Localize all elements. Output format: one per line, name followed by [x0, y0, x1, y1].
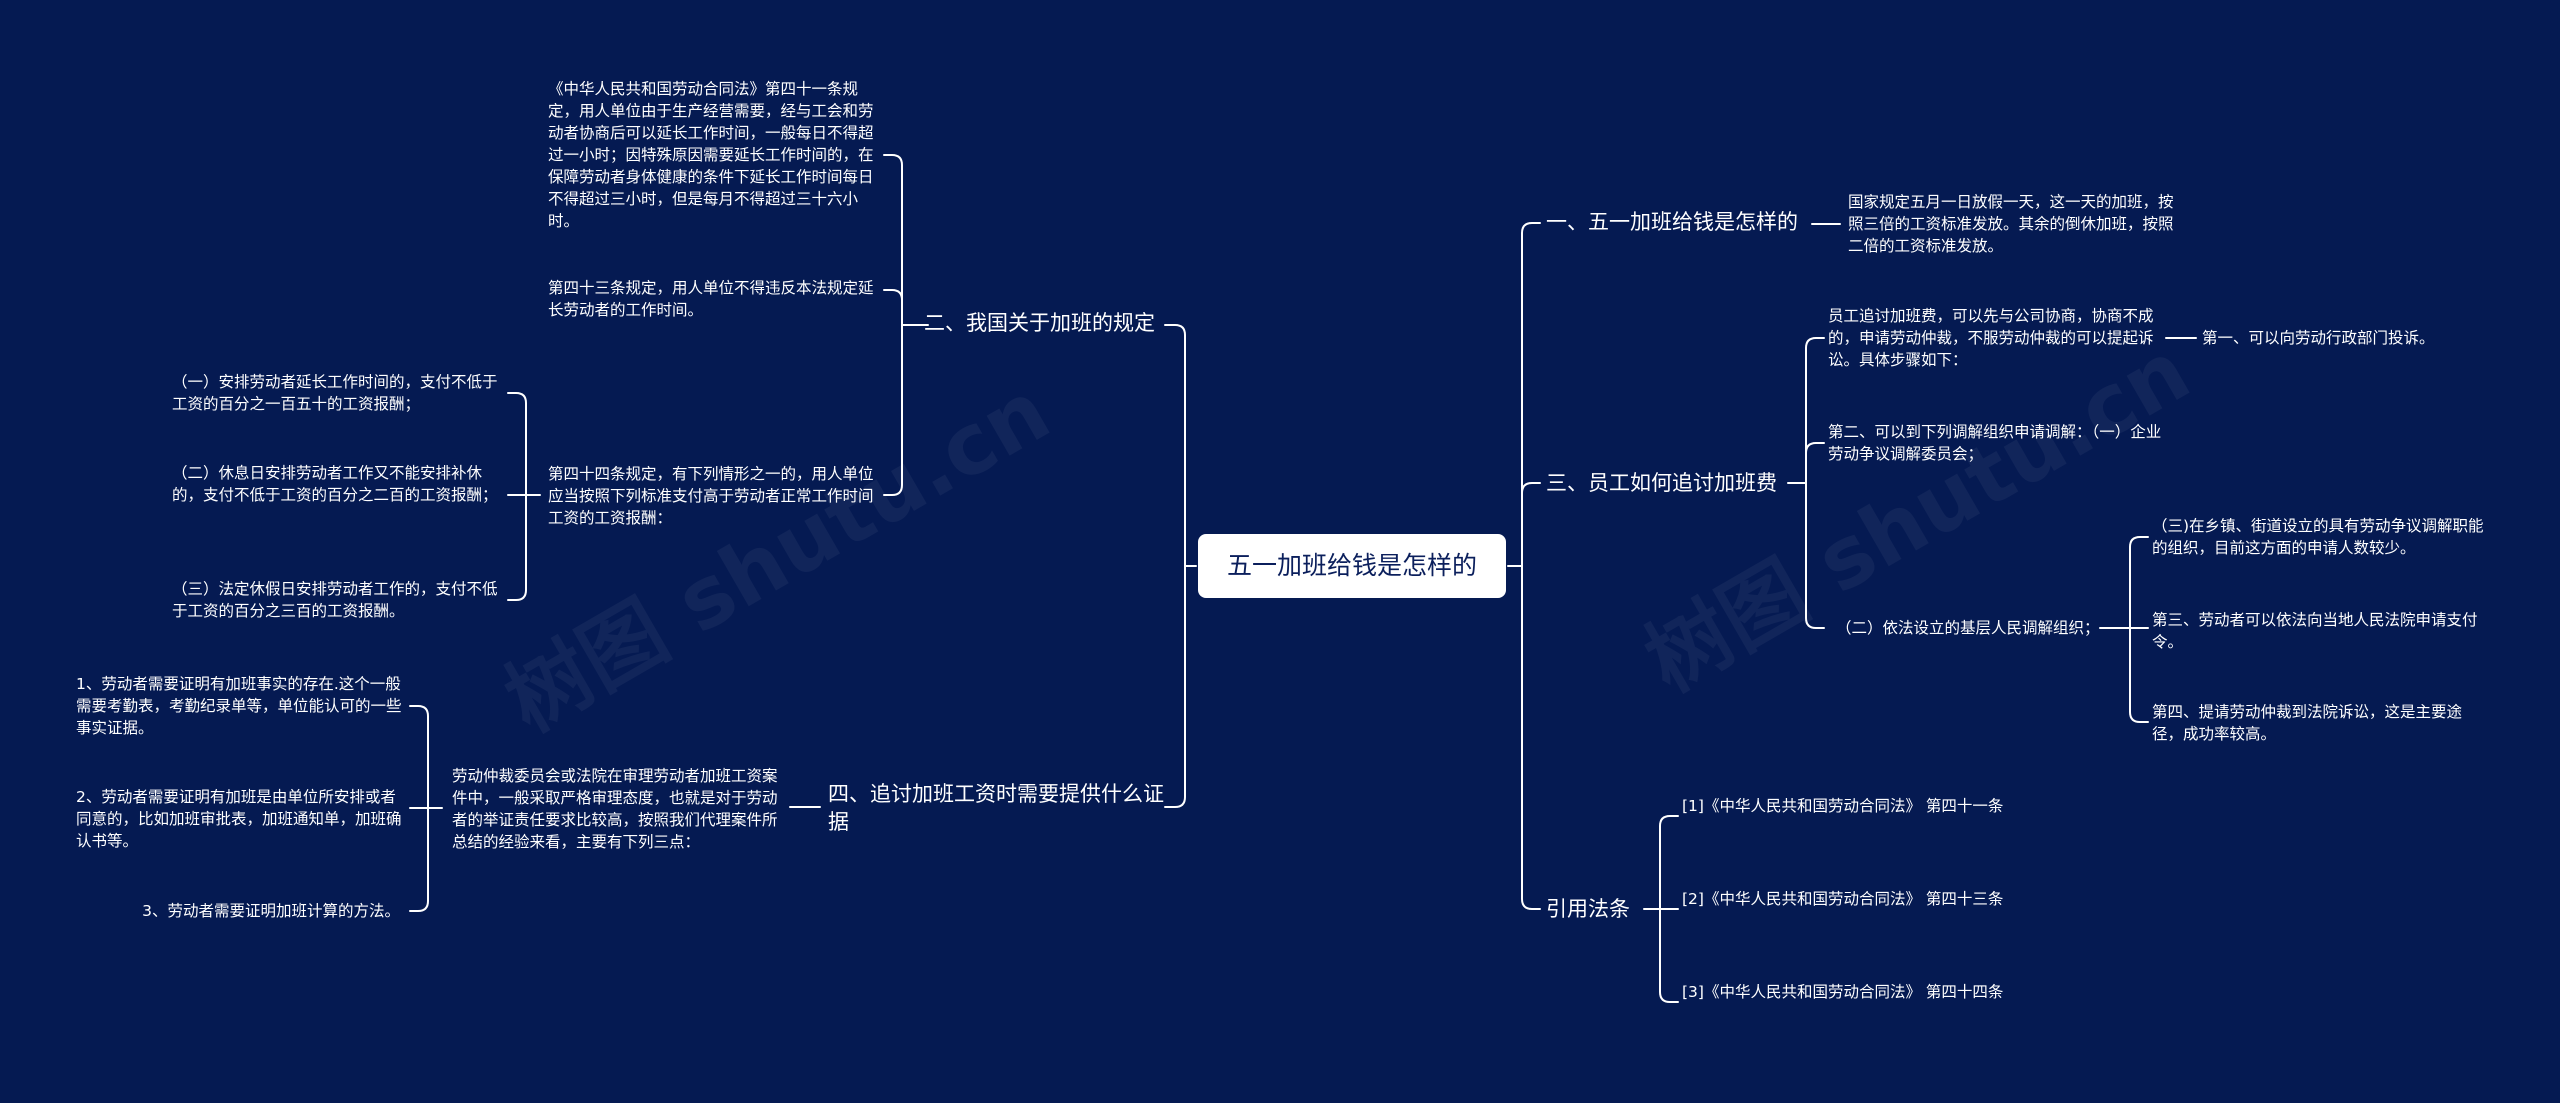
leaf-mediation-item[interactable]: 第四、提请劳动仲裁到法院诉讼，这是主要途径，成功率较高。: [2152, 703, 2463, 743]
connector: [1164, 565, 1186, 808]
leaf-evidence-point[interactable]: 2、劳动者需要证明有加班是由单位所安排或者同意的，比如加班审批表，加班通知单，加…: [76, 788, 402, 850]
connector: [1659, 908, 1679, 1003]
connector: [409, 705, 429, 809]
leaf-claim-step-1[interactable]: 第一、可以向劳动行政部门投诉。: [2202, 329, 2435, 347]
branch-claim[interactable]: 三、员工如何追讨加班费: [1546, 471, 1777, 495]
leaf-law-ref[interactable]: [1]《中华人民共和国劳动合同法》 第四十一条: [1682, 797, 2004, 815]
leaf-law-ref[interactable]: [3]《中华人民共和国劳动合同法》 第四十四条: [1682, 983, 2004, 1001]
leaf-article-44-item[interactable]: （二）休息日安排劳动者工作又不能安排补休的，支付不低于工资的百分之二百的工资报酬…: [172, 464, 498, 504]
leaf-article-41[interactable]: 《中华人民共和国劳动合同法》第四十一条规定，用人单位由于生产经营需要，经与工会和…: [548, 80, 874, 230]
connector: [1521, 565, 1541, 910]
leaf-claim-steps[interactable]: 员工追讨加班费，可以先与公司协商，协商不成的，申请劳动仲裁，不服劳动仲裁的可以提…: [1828, 307, 2154, 369]
connector: [883, 289, 903, 326]
connector: [2129, 536, 2149, 629]
connector: [1164, 324, 1186, 567]
connector: [409, 807, 429, 912]
connector: [1805, 482, 1825, 629]
leaf-article-44-item[interactable]: （一）安排劳动者延长工作时间的，支付不低于工资的百分之一百五十的工资报酬；: [172, 373, 498, 413]
leaf-law-ref[interactable]: [2]《中华人民共和国劳动合同法》 第四十三条: [1682, 890, 2004, 908]
connector: [1521, 222, 1541, 567]
connector: [1805, 442, 1825, 484]
branch-rules[interactable]: 二、我国关于加班的规定: [924, 311, 1155, 335]
leaf-mediation-item[interactable]: （三)在乡镇、街道设立的具有劳动争议调解职能的组织，目前这方面的申请人数较少。: [2152, 517, 2484, 557]
leaf-evidence-point[interactable]: 3、劳动者需要证明加班计算的方法。: [142, 902, 400, 920]
connector: [1521, 482, 1541, 567]
connector: [1659, 815, 1679, 910]
leaf-pay-detail[interactable]: 国家规定五月一日放假一天，这一天的加班，按照三倍的工资标准发放。其余的倒休加班，…: [1848, 193, 2174, 255]
branch-pay[interactable]: 一、五一加班给钱是怎样的: [1546, 210, 1798, 234]
leaf-article-44[interactable]: 第四十四条规定，有下列情形之一的，用人单位应当按照下列标准支付高于劳动者正常工作…: [548, 465, 874, 527]
leaf-article-44-item[interactable]: （三）法定休假日安排劳动者工作的，支付不低于工资的百分之三百的工资报酬。: [172, 580, 498, 620]
leaf-claim-step-2[interactable]: 第二、可以到下列调解组织申请调解：（一）企业劳动争议调解委员会；: [1828, 423, 2162, 463]
branch-laws[interactable]: 引用法条: [1546, 897, 1630, 921]
leaf-mediation-item[interactable]: 第三、劳动者可以依法向当地人民法院申请支付令。: [2152, 611, 2478, 651]
leaf-evidence-intro[interactable]: 劳动仲裁委员会或法院在审理劳动者加班工资案件中，一般采取严格审理态度，也就是对于…: [452, 767, 778, 851]
connector: [507, 494, 527, 601]
root-topic[interactable]: 五一加班给钱是怎样的: [1198, 534, 1506, 598]
connector: [507, 392, 527, 496]
leaf-mediation[interactable]: （二）依法设立的基层人民调解组织；: [1836, 619, 2100, 637]
connector: [883, 324, 903, 496]
connector: [2129, 627, 2149, 723]
leaf-evidence-point[interactable]: 1、劳动者需要证明有加班事实的存在.这个一般需要考勤表，考勤纪录单等，单位能认可…: [76, 675, 402, 737]
connector: [1805, 337, 1825, 484]
leaf-article-43[interactable]: 第四十三条规定，用人单位不得违反本法规定延长劳动者的工作时间。: [548, 279, 874, 319]
branch-evidence[interactable]: 四、追讨加班工资时需要提供什么证据: [828, 782, 1164, 834]
connector: [883, 154, 903, 326]
